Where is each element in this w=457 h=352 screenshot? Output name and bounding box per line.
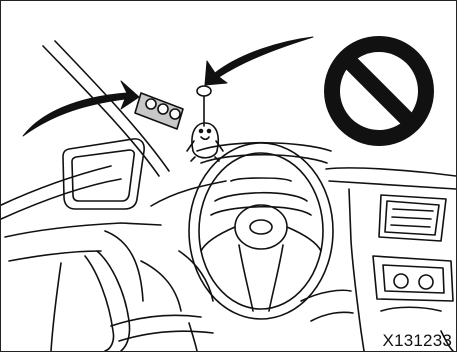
steering-wheel — [189, 143, 333, 319]
prohibition-icon — [324, 36, 434, 146]
hanging-ornament — [187, 86, 223, 161]
door-panel — [5, 223, 161, 351]
center-console — [301, 168, 456, 351]
lower-dashboard — [111, 181, 226, 351]
windshield-frame — [1, 41, 169, 219]
side-mirror — [63, 139, 144, 209]
arrow-icon — [205, 37, 313, 85]
sensor-panel — [135, 93, 183, 129]
arrow-icon — [23, 81, 139, 136]
figure-code: X131233 — [383, 332, 452, 349]
